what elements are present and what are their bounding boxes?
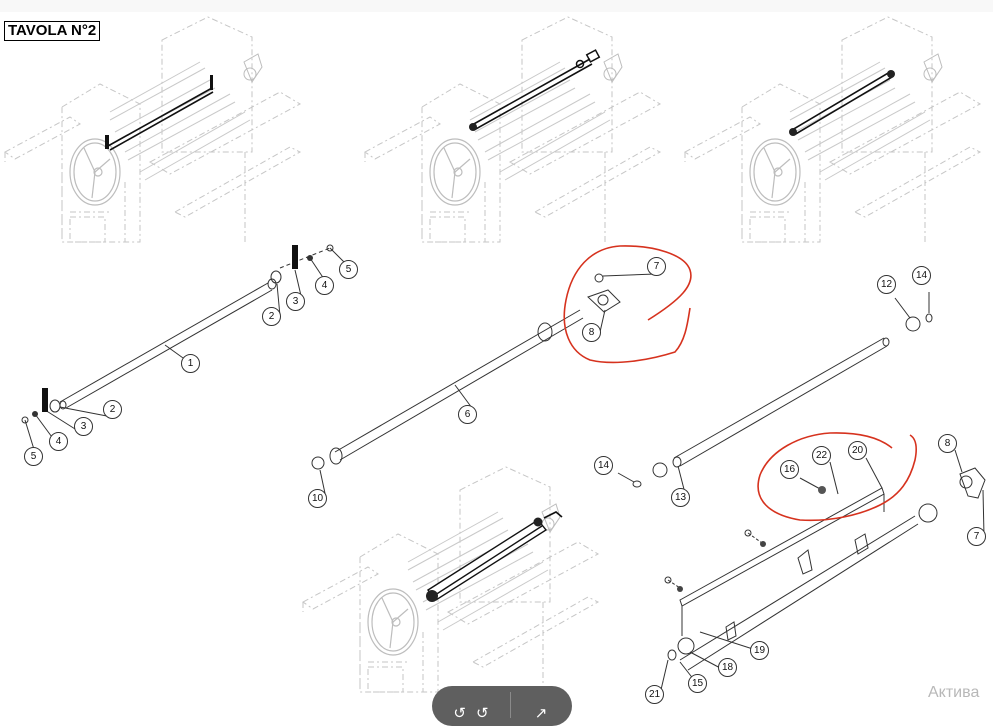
part-callout-15: 15 — [688, 674, 707, 693]
part-callout-6: 6 — [458, 405, 477, 424]
activation-watermark: Актива — [928, 684, 980, 701]
part-callout-3: 3 — [286, 292, 305, 311]
machine-view-2 — [364, 16, 661, 243]
part-callout-18: 18 — [718, 658, 737, 677]
part-callout-4: 4 — [49, 432, 68, 451]
part-callout-21: 21 — [645, 685, 664, 704]
part-callout-14: 14 — [594, 456, 613, 475]
part-callout-5: 5 — [24, 447, 43, 466]
part-callout-19: 19 — [750, 641, 769, 660]
part-callout-22: 22 — [812, 446, 831, 465]
part-callout-2: 2 — [262, 307, 281, 326]
machine-view-4 — [302, 466, 599, 693]
rotate-right-icon[interactable]: ↺ — [476, 705, 489, 722]
part-callout-16: 16 — [780, 460, 799, 479]
part-callout-20: 20 — [848, 441, 867, 460]
red-annotation-marks — [563, 245, 917, 522]
toolbar-divider — [510, 692, 511, 718]
part-callout-7: 7 — [967, 527, 986, 546]
rotate-left-icon[interactable]: ↺ — [453, 705, 466, 722]
part-callout-10: 10 — [308, 489, 327, 508]
part-callout-2: 2 — [103, 400, 122, 419]
machine-view-1 — [4, 16, 301, 243]
exploded-parts-drawing — [4, 16, 986, 695]
part-callout-4: 4 — [315, 276, 334, 295]
part-callout-5: 5 — [339, 260, 358, 279]
part-callout-12: 12 — [877, 275, 896, 294]
rotate-controls: ↺ ↺ — [432, 686, 510, 726]
part-callout-7: 7 — [647, 257, 666, 276]
viewer-toolbar: ↺ ↺ ↗ — [432, 686, 572, 726]
fullscreen-button[interactable]: ↗ — [511, 686, 571, 726]
part-callout-3: 3 — [74, 417, 93, 436]
expand-icon: ↗ — [534, 705, 548, 722]
part-callout-8: 8 — [582, 323, 601, 342]
part-callout-14: 14 — [912, 266, 931, 285]
part-callout-13: 13 — [671, 488, 690, 507]
drawing-sheet — [0, 12, 993, 710]
part-callout-1: 1 — [181, 354, 200, 373]
part-callout-8: 8 — [938, 434, 957, 453]
sheet-title: TAVOLA N°2 — [4, 21, 101, 41]
machine-view-3 — [684, 16, 981, 243]
